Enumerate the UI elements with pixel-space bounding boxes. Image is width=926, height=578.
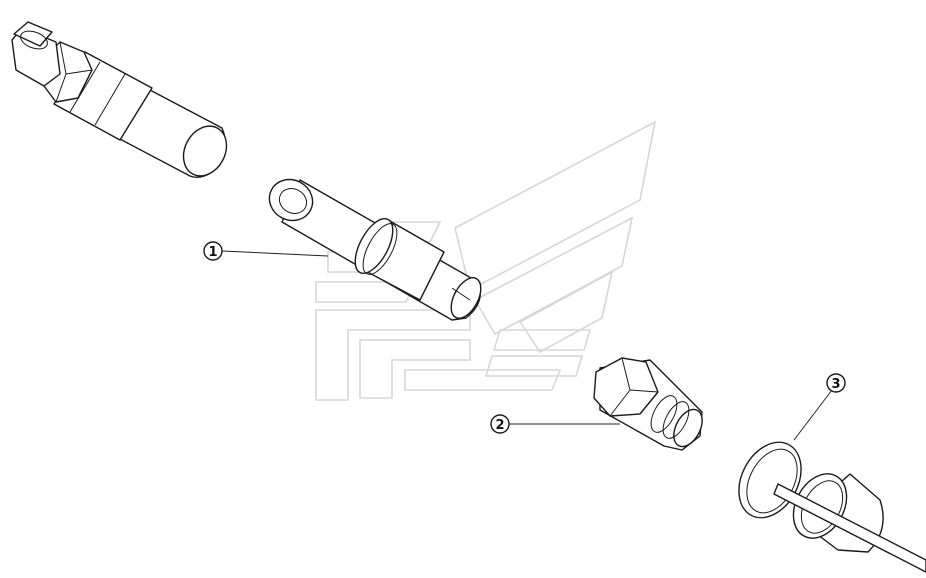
part-1-sleeve: [268, 178, 482, 321]
callout-2-label: 2: [495, 418, 504, 433]
part-hex-extension: [11, 21, 228, 179]
callout-3: 3: [793, 373, 846, 441]
callout-3-label: 3: [831, 377, 840, 392]
part-2-hex-fitting: [593, 357, 703, 451]
callout-1: 1: [203, 241, 329, 261]
callout-2: 2: [490, 414, 620, 434]
part-3-ring-and-cap: [738, 441, 926, 573]
callout-1-label: 1: [208, 245, 217, 260]
